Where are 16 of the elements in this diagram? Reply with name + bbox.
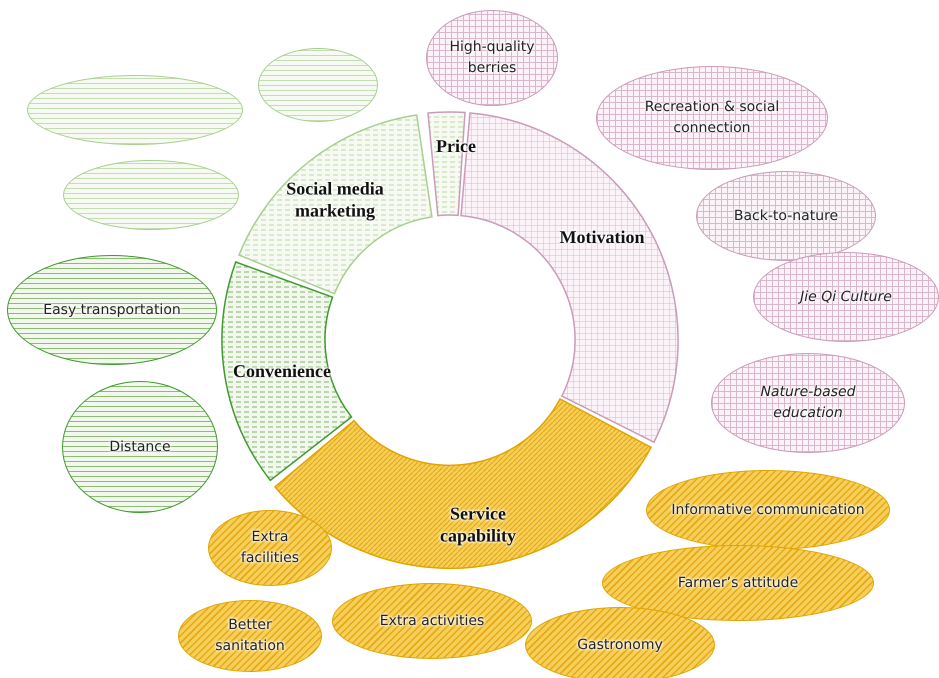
bubble-label: High-quality berries <box>448 38 536 78</box>
bubble-label: Back-to-nature <box>732 206 840 226</box>
oval-bubble <box>525 607 715 678</box>
segment-label: Social media marketing <box>285 178 385 222</box>
bubble-label: Gastronomy <box>576 636 664 654</box>
bubble-label: Extra facilities <box>240 528 300 568</box>
bubble-label: Informative communication <box>670 500 866 520</box>
bubble-label: Extra activities <box>378 612 486 630</box>
segment-label: Motivation <box>558 227 646 249</box>
bubble-label: Better sanitation <box>214 616 286 656</box>
bubble-label: Jie Qi Culture <box>797 288 893 306</box>
segment-label: Price <box>435 136 477 158</box>
bubble-label: Nature-based education <box>759 383 857 423</box>
segment-label: Service capability <box>438 503 517 547</box>
bubble-label: Farmer’s attitude <box>676 574 800 592</box>
bubble-label: Recreation & social connection <box>644 98 780 138</box>
